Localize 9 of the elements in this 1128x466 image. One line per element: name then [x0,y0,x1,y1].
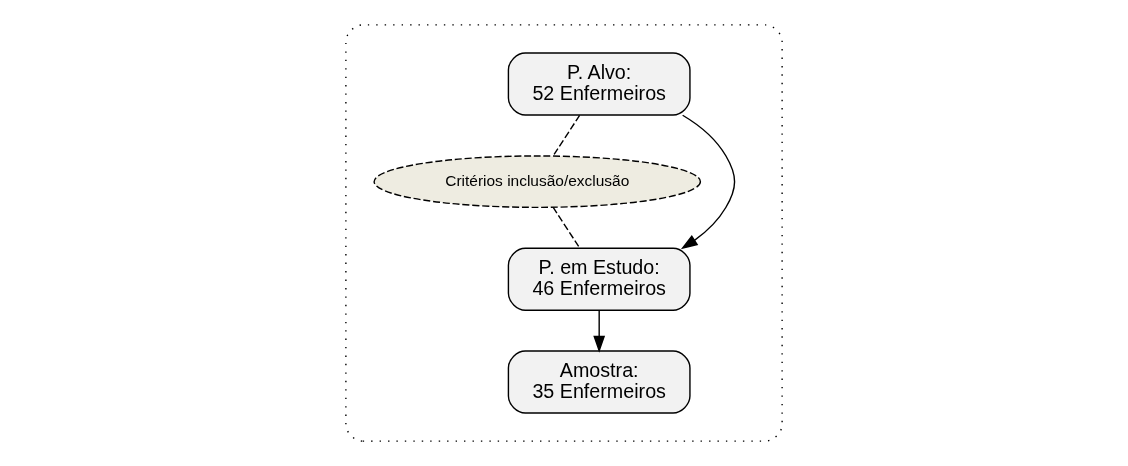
node-box: Amostra: 35 Enfermeiros [507,350,691,414]
node-box: P. Alvo: 52 Enfermeiros [507,52,691,116]
arrow [680,114,736,250]
connector [552,114,581,157]
cluster [345,24,783,442]
node-ellipse: Critérios inclusão/exclusão [373,155,702,209]
arrow [593,309,606,353]
node-box: P. em Estudo: 46 Enfermeiros [507,247,691,311]
connector [552,206,581,249]
